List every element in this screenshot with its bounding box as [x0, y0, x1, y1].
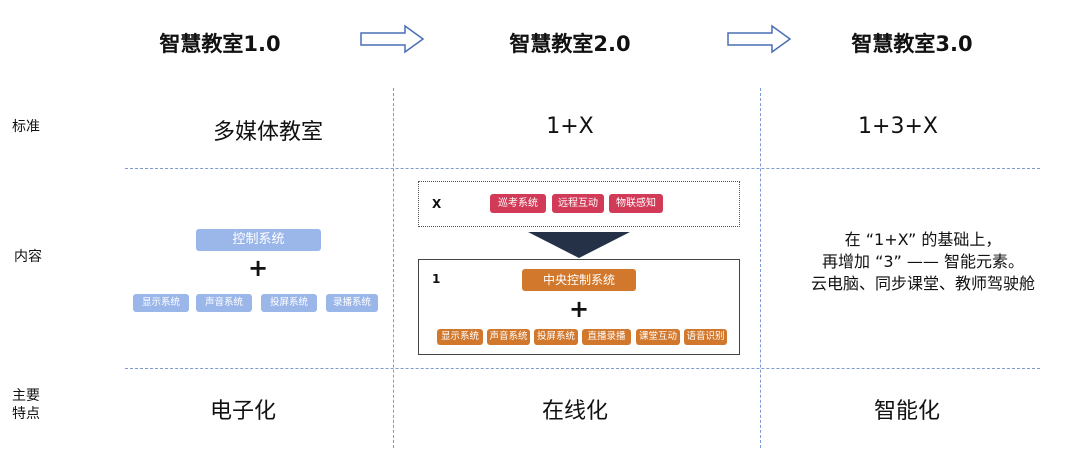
row-divider [125, 168, 1040, 169]
plus-icon: + [247, 254, 269, 282]
standard-3: 1+3+X [858, 114, 938, 139]
description-line: 云电脑、同步课堂、教师驾驶舱 [810, 274, 1035, 293]
x-layer-label: X [432, 197, 442, 211]
x-chip: 物联感知 [609, 194, 663, 213]
row-divider [125, 368, 1040, 369]
system-chip: 声音系统 [196, 294, 252, 312]
system-chip: 课堂互动 [636, 329, 680, 345]
standard-2: 1+X [546, 114, 594, 139]
x-chip: 巡考系统 [490, 194, 546, 213]
feature-3: 智能化 [873, 399, 940, 424]
row-label-features: 主要 特点 [0, 387, 56, 423]
column-title-2: 智慧教室2.0 [509, 32, 631, 56]
x-layer-box [418, 181, 740, 227]
column-divider [760, 88, 761, 448]
system-chip: 投屏系统 [261, 294, 317, 312]
x-chip: 远程互动 [552, 194, 604, 213]
description-line: 在 “1+X” 的基础上， [844, 230, 1002, 249]
one-layer-box [418, 259, 740, 355]
row-label-features-line1: 主要 [12, 388, 40, 404]
central-control-box: 中央控制系统 [522, 269, 636, 291]
smart-description: 在 “1+X” 的基础上， 再增加 “3” —— 智能元素。 云电脑、同步课堂、… [778, 229, 1068, 295]
row-label-standard: 标准 [12, 119, 40, 135]
control-system-box: 控制系统 [196, 229, 321, 251]
row-label-features-line2: 特点 [12, 406, 40, 422]
system-chip: 直播录播 [582, 329, 631, 345]
description-line: 再增加 “3” —— 智能元素。 [821, 252, 1025, 271]
feature-2: 在线化 [541, 399, 608, 424]
system-chip: 语音识别 [684, 329, 727, 345]
system-chip: 录播系统 [326, 294, 378, 312]
system-chip: 显示系统 [437, 329, 483, 345]
system-chip: 声音系统 [487, 329, 530, 345]
arrow-right-icon [360, 24, 425, 54]
down-triangle-icon [528, 232, 630, 258]
system-chip: 投屏系统 [534, 329, 578, 345]
column-divider [393, 88, 394, 448]
system-chip: 显示系统 [133, 294, 189, 312]
arrow-right-icon [727, 24, 792, 54]
column-title-1: 智慧教室1.0 [159, 32, 281, 56]
standard-1: 多媒体教室 [212, 120, 323, 145]
one-layer-label: 1 [432, 272, 441, 286]
row-label-content: 内容 [14, 249, 42, 265]
column-title-3: 智慧教室3.0 [851, 32, 973, 56]
feature-1: 电子化 [209, 399, 276, 424]
plus-icon: + [568, 295, 590, 323]
